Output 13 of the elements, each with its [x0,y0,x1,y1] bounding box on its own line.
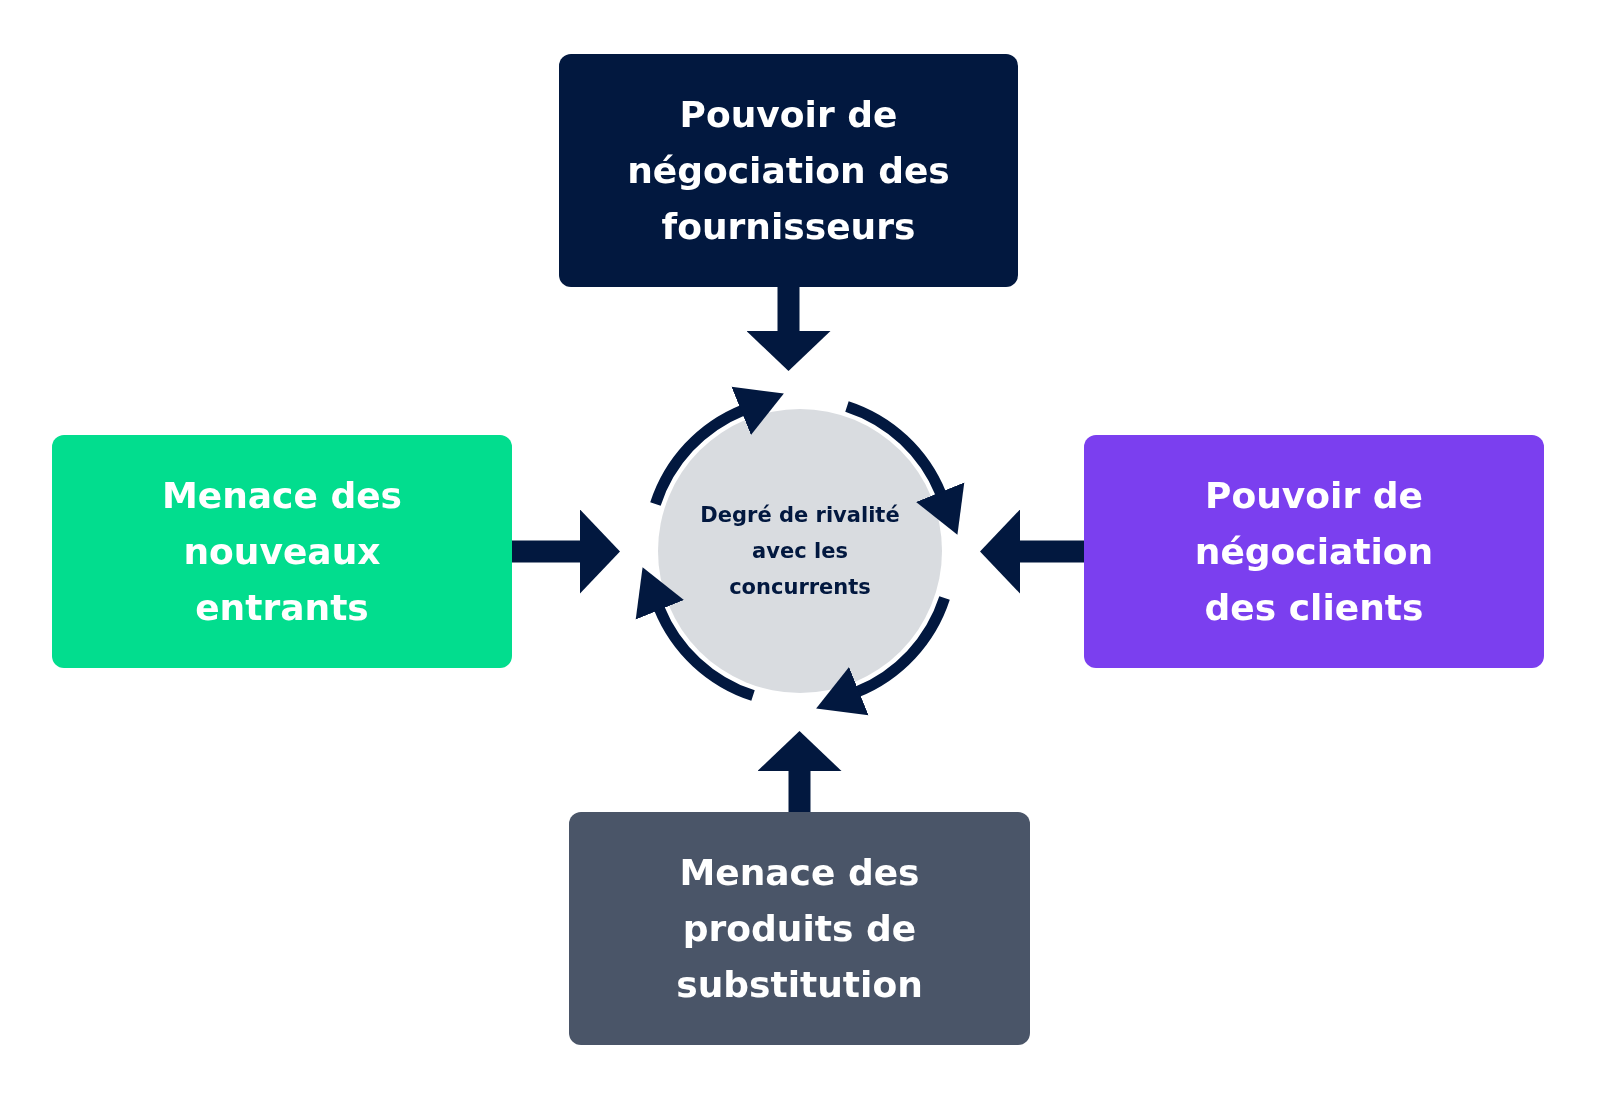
node-label: Pouvoir de négociation des clients [1193,473,1435,630]
block-arrow [980,509,1084,594]
force-box [569,812,1030,1045]
force-box [1084,435,1544,668]
block-arrow [512,509,620,594]
node-label: Degré de rivalité avec les concurrents [699,502,901,601]
node-label: Menace des produits de substitution [675,850,924,1007]
node-label: Pouvoir de négociation des fournisseurs [626,92,951,249]
node-label: Menace des nouveaux entrants [160,473,404,630]
force-box [559,54,1018,287]
block-arrow [746,287,831,371]
force-box [52,435,512,668]
block-arrow [757,731,842,812]
